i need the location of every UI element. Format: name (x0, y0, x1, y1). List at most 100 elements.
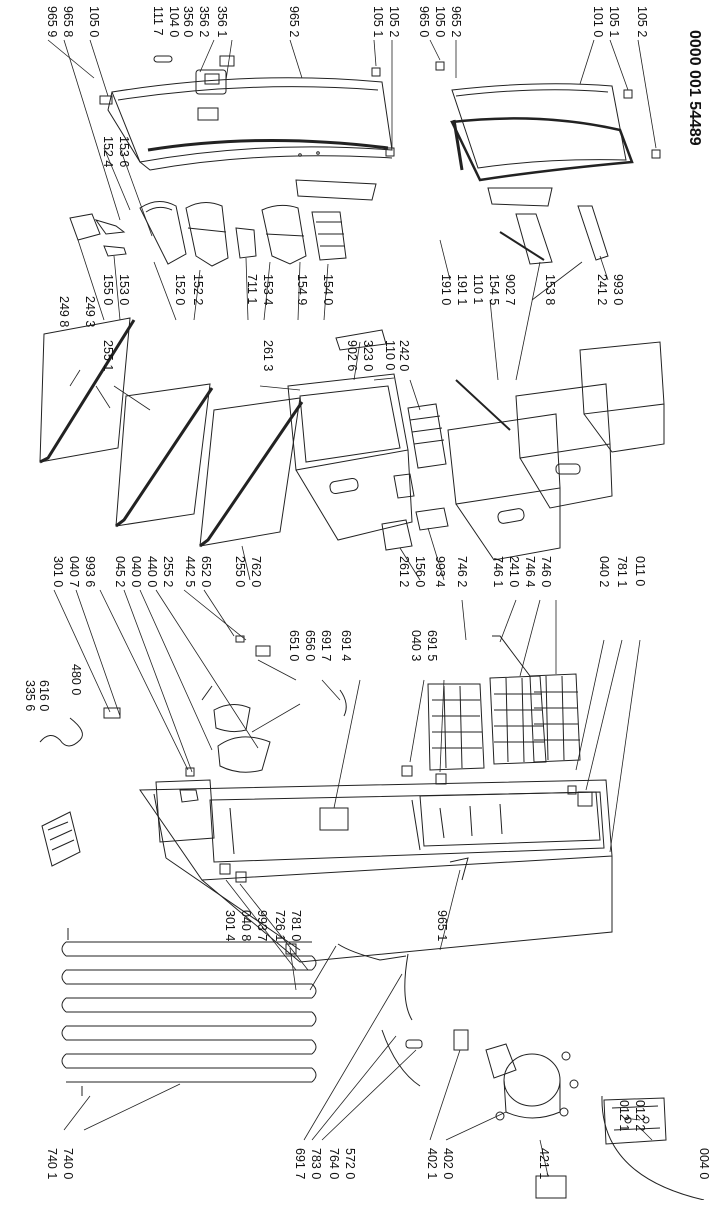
callout: 012 1 (617, 1100, 631, 1131)
callout: 110 1 (471, 274, 485, 304)
callout: 783 0 (309, 1148, 323, 1179)
callout: 746 2 (455, 556, 469, 587)
callout: 105 2 (387, 6, 401, 37)
callout: 301 4 (223, 910, 237, 941)
relay-box (535, 1175, 567, 1199)
handle-fridge (295, 179, 377, 201)
callout: 356 1 (215, 6, 229, 37)
callout: 993 6 (83, 556, 97, 587)
document-reference: 0000 001 54489 (686, 30, 703, 146)
callout: 335 6 (23, 680, 37, 711)
callout: 242 0 (397, 340, 411, 371)
callout: 762 0 (249, 556, 263, 587)
callout: 104 0 (167, 6, 181, 37)
callout: 965 1 (435, 910, 449, 941)
callout: 153 8 (543, 274, 557, 305)
callout: 156 0 (413, 556, 427, 587)
callout: 746 4 (523, 556, 537, 587)
callout: 902 6 (345, 340, 359, 371)
cabinet (139, 779, 613, 963)
drain-tube (337, 943, 407, 961)
callout: 249 3 (83, 296, 97, 327)
callout: 040 7 (67, 556, 81, 587)
cable (339, 689, 347, 717)
callout: 012 2 (633, 1100, 647, 1131)
callout: 191 1 (455, 274, 469, 305)
condenser-coil (61, 928, 317, 1096)
cabinet-clips (103, 707, 593, 955)
callout: 421 1 (537, 1148, 551, 1179)
glass-shelves (39, 317, 304, 548)
callout: 740 0 (61, 1148, 75, 1179)
callout: 040 0 (129, 556, 143, 587)
callout: 764 0 (327, 1148, 341, 1179)
callout: 249 8 (57, 296, 71, 327)
callout: 781 1 (615, 556, 629, 587)
callout: 965 9 (45, 6, 59, 37)
callout: 323 0 (361, 340, 375, 371)
callout: 101 0 (591, 6, 605, 37)
callout: 691 5 (425, 630, 439, 661)
callout: 301 0 (51, 556, 65, 587)
callout: 572 0 (343, 1148, 357, 1179)
callout: 261 2 (397, 556, 411, 587)
bracket-callout (601, 1095, 705, 1201)
callout: 152 4 (101, 136, 115, 167)
handle-freezer (487, 187, 553, 207)
callout: 993 7 (255, 910, 269, 941)
callout: 152 2 (191, 274, 205, 305)
callout: 153 6 (117, 136, 131, 167)
callout: 045 2 (113, 556, 127, 587)
callout: 153 4 (261, 274, 275, 305)
drain-fitting (449, 857, 469, 881)
hinge-parts (99, 55, 661, 159)
door-balconies (69, 201, 609, 267)
main-board (41, 811, 81, 867)
callout: 965 8 (61, 6, 75, 37)
callout: 691 4 (339, 630, 353, 661)
callout: 105 1 (607, 6, 621, 37)
crisper-drawers (287, 329, 447, 541)
callout: 691 7 (319, 630, 333, 661)
compressor (453, 1029, 579, 1121)
callout: 154 9 (295, 274, 309, 305)
callout: 040 8 (239, 910, 253, 941)
callout: 442 5 (183, 556, 197, 587)
fridge-door (107, 69, 393, 171)
callout: 656 0 (303, 630, 317, 661)
callout: 356 2 (197, 6, 211, 37)
callout: 652 0 (199, 556, 213, 587)
wiring (39, 717, 83, 747)
callout: 440 0 (145, 556, 159, 587)
callout: 616 0 (37, 680, 51, 711)
callout: 105 0 (433, 6, 447, 37)
callout: 105 0 (87, 6, 101, 37)
callout: 111 7 (151, 6, 165, 35)
callout: 261 3 (261, 340, 275, 371)
callout: 040 3 (409, 630, 423, 661)
leader-lines (47, 39, 657, 1177)
callout: 746 1 (491, 556, 505, 587)
freezer-door (450, 83, 634, 182)
callout: 402 0 (441, 1148, 455, 1179)
freezer-drawers (447, 341, 665, 561)
callout: 155 0 (101, 274, 115, 305)
thermostat-parts (201, 635, 271, 773)
callout: 651 0 (287, 630, 301, 661)
capillary-tube (381, 953, 423, 1087)
callout: 480 0 (69, 664, 83, 695)
callout: 965 2 (449, 6, 463, 37)
callout: 241 0 (507, 556, 521, 587)
callout: 154 0 (321, 274, 335, 305)
callout: 740 1 (45, 1148, 59, 1179)
callout: 011 0 (633, 556, 647, 586)
callout: 356 0 (181, 6, 195, 37)
callout: 965 2 (287, 6, 301, 37)
callout: 402 1 (425, 1148, 439, 1179)
callout: 255 1 (101, 340, 115, 371)
callout: 004 0 (697, 1148, 711, 1179)
small-trays (381, 473, 449, 551)
callout: 154 5 (487, 274, 501, 305)
